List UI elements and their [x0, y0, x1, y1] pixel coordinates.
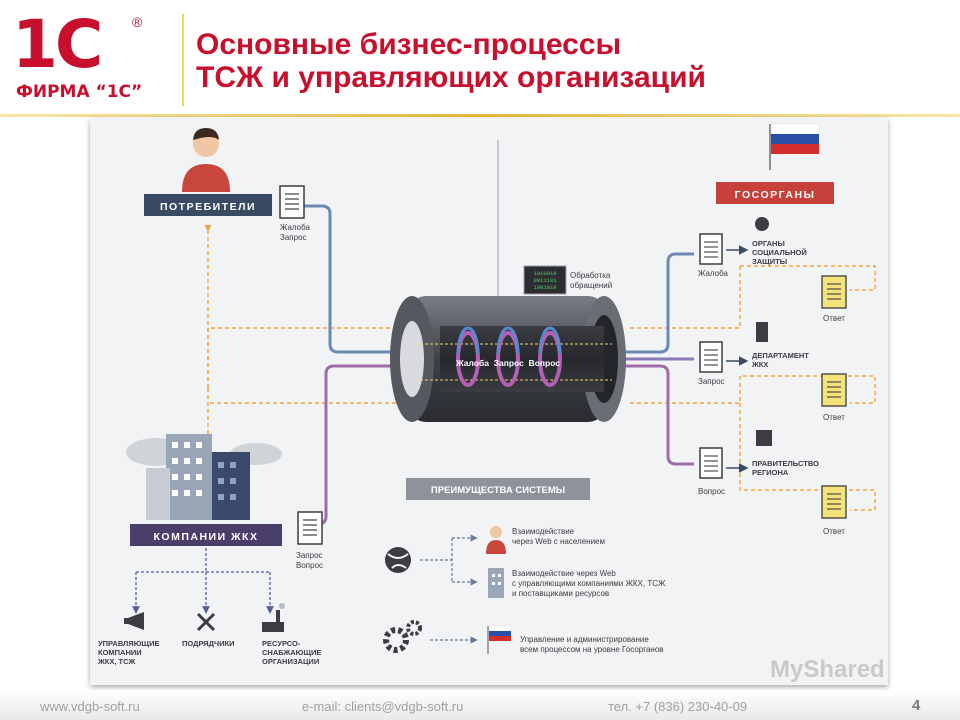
advantage-2b: с управляющими компаниями ЖКХ, ТСЖ [512, 579, 666, 588]
gov-answer-2: Ответ [823, 413, 845, 422]
watermark-my: My [770, 656, 804, 683]
advantage-3a: Управление и администрирование [520, 635, 649, 644]
buildings-icon [126, 434, 282, 520]
consumer-flow-line [302, 204, 410, 354]
gov-arrows [726, 245, 749, 473]
company-type-1a: УПРАВЛЯЮЩИЕ [98, 639, 159, 648]
consumers-badge [144, 194, 272, 216]
consumer-document-icon [279, 185, 305, 219]
company-doc-label-2: Вопрос [296, 561, 323, 570]
tube-label: Жалоба Запрос Вопрос [455, 358, 560, 368]
advantage-1: Взаимодействие через Web с населением [512, 527, 605, 546]
processing-label-1: Обработка [570, 271, 611, 280]
processing-label-2: обращений [570, 281, 612, 290]
company-type-2: ПОДРЯДЧИКИ [182, 639, 235, 648]
company-type-connectors [132, 548, 274, 614]
gov-name-1b: СОЦИАЛЬНОЙ [752, 248, 807, 257]
title-line-2: ТСЖ и управляющих организаций [196, 61, 706, 94]
processing-screen: 1010010 0011101 1001010 Обработка обраще… [523, 265, 612, 295]
advantage-1b: через Web с населением [512, 537, 605, 546]
gov-name-3b: РЕГИОНА [752, 468, 789, 477]
gov-name-1c: ЗАЩИТЫ [752, 257, 787, 266]
watermark: MyShared [770, 656, 885, 684]
advantage-2: Взаимодействие через Web с управляющими … [512, 569, 666, 598]
companies-label: КОМПАНИИ ЖКХ [154, 531, 259, 543]
title-line-1: Основные бизнес-процессы [196, 28, 622, 61]
binary-line-2: 0011101 [533, 277, 557, 284]
advantages-badge [406, 478, 590, 500]
gears-icon [383, 620, 422, 653]
consumer-person-icon [182, 128, 230, 192]
gov-label: ГОСОРГАНЫ [735, 189, 816, 201]
binary-line-1: 1010010 [533, 270, 556, 277]
gov-incoming-1: Жалоба [698, 269, 729, 278]
advantage-3b: всем процессом на уровне Госорганов [520, 645, 664, 654]
gov-name-2b: ЖКХ [751, 360, 768, 369]
footer-phone: тел. +7 (836) 230-40-09 [608, 699, 748, 714]
factory-icon [262, 603, 285, 632]
advantage-1a: Взаимодействие [512, 527, 575, 536]
gov-incoming-2: Запрос [698, 377, 725, 386]
company-doc-label-1: Запрос [296, 551, 323, 560]
company-type-3b: СНАБЖАЮЩИЕ [262, 648, 321, 657]
process-diagram: Жалоба Запрос Вопрос 1010010 0011101 100… [90, 118, 888, 685]
company-document-icon [297, 511, 323, 545]
consumers-label: ПОТРЕБИТЕЛИ [160, 201, 256, 213]
page-number: 4 [912, 697, 921, 714]
footer-website[interactable]: www.vdgb-soft.ru [40, 699, 140, 714]
company-type-1c: ЖКХ, ТСЖ [97, 657, 136, 666]
logo-subtitle: ФИРМА “1С” [16, 82, 143, 102]
advantage-2a: Взаимодействие через Web [512, 569, 616, 578]
watermark-shared: Shared [803, 656, 885, 683]
gov-name-3a: ПРАВИТЕЛЬСТВО [752, 459, 819, 468]
tools-icon [196, 612, 216, 632]
gov-name-2a: ДЕПАРТАМЕНТ [752, 351, 809, 360]
footer-email[interactable]: e-mail: clients@vdgb-soft.ru [302, 699, 464, 714]
company-type-3c: ОРГАНИЗАЦИИ [262, 657, 319, 666]
advantage-connectors [420, 534, 478, 644]
advantage-2c: и поставщиками ресурсов [512, 589, 609, 598]
advantage-person-icon [486, 526, 506, 554]
company-type-1b: КОМПАНИИ [98, 648, 142, 657]
consumer-doc-label-1: Жалоба [280, 223, 311, 232]
advantage-building-icon [488, 568, 504, 598]
header-divider [182, 14, 184, 106]
advantage-3: Управление и администрирование всем проц… [520, 635, 664, 654]
gov-incoming-3: Вопрос [698, 487, 725, 496]
gov-name-1a: ОРГАНЫ [752, 239, 785, 248]
megaphone-icon [124, 612, 144, 630]
header-rule [0, 114, 960, 117]
gov-answer-3: Ответ [823, 527, 845, 536]
binary-line-3: 1001010 [533, 284, 556, 291]
company-logo: 1С ® ФИРМА “1С” [10, 8, 180, 108]
registered-mark: ® [132, 14, 143, 30]
gov-row-region: Вопрос ПРАВИТЕЛЬСТВО РЕГИОНА Ответ [698, 430, 847, 536]
gov-answer-1: Ответ [823, 314, 845, 323]
gov-row-housing: Запрос ДЕПАРТАМЕНТ ЖКХ Ответ [698, 322, 847, 422]
footer-bar: www.vdgb-soft.ru e-mail: clients@vdgb-so… [0, 690, 960, 720]
gov-badge [716, 182, 834, 204]
company-type-1: УПРАВЛЯЮЩИЕ КОМПАНИИ ЖКХ, ТСЖ [97, 639, 159, 666]
gov-row-social: Жалоба ОРГАНЫ СОЦИАЛЬНОЙ ЗАЩИТЫ Ответ [698, 217, 847, 323]
logo-mark: 1С [12, 6, 103, 83]
company-type-3a: РЕСУРСО- [262, 639, 301, 648]
advantages-title: ПРЕИМУЩЕСТВА СИСТЕМЫ [431, 485, 565, 496]
russia-flag-icon [769, 123, 820, 170]
advantage-flag-icon [487, 625, 512, 654]
consumer-doc-label-2: Запрос [280, 233, 307, 242]
globe-icon [385, 547, 411, 573]
companies-badge [130, 524, 282, 546]
slide-title: Основные бизнес-процессы ТСЖ и управляющ… [196, 28, 936, 94]
processing-tube: Жалоба Запрос Вопрос [390, 296, 626, 422]
company-type-3: РЕСУРСО- СНАБЖАЮЩИЕ ОРГАНИЗАЦИИ [262, 639, 321, 666]
